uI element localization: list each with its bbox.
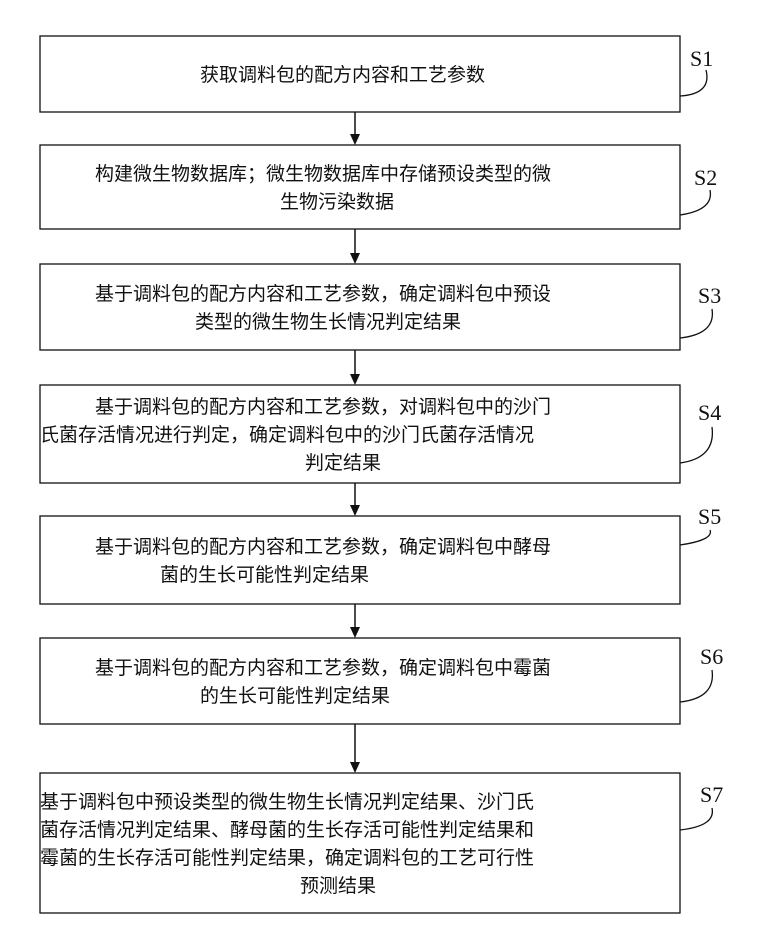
step-label: S1: [690, 46, 713, 71]
flow-arrow: [350, 483, 360, 516]
label-connector: [680, 808, 712, 830]
flow-arrow: [350, 112, 360, 145]
flow-arrow: [350, 604, 360, 638]
step-label: S6: [700, 644, 723, 669]
step-text-line: 类型的微生物生长情况判定结果: [195, 311, 461, 333]
step-text-line: 获取调料包的配方内容和工艺参数: [200, 64, 485, 86]
step-text-line: 氏菌存活情况进行判定，确定调料包中的沙门氏菌存活情况: [40, 424, 534, 446]
label-connector: [680, 530, 710, 545]
label-connector: [680, 427, 712, 463]
label-connector: [680, 309, 712, 338]
step-text-line: 菌存活情况判定结果、酵母菌的生长存活可能性判定结果和: [40, 819, 534, 841]
label-connector: [680, 190, 710, 215]
step-text-line: 构建微生物数据库；微生物数据库中存储预设类型的微: [95, 163, 551, 185]
flow-arrow: [350, 229, 360, 264]
step-7: 基于调料包中预设类型的微生物生长情况判定结果、沙门氏菌存活情况判定结果、酵母菌的…: [40, 773, 723, 913]
step-text-line: 基于调料包的配方内容和工艺参数，确定调料包中酵母: [95, 536, 551, 558]
step-2: 构建微生物数据库；微生物数据库中存储预设类型的微生物污染数据 S2: [40, 145, 717, 229]
step-text-line: 基于调料包的配方内容和工艺参数，确定调料包中预设: [95, 283, 551, 305]
step-5: 基于调料包的配方内容和工艺参数，确定调料包中酵母菌的生长可能性判定结果 S5: [40, 504, 721, 604]
step-1: 获取调料包的配方内容和工艺参数 S1: [40, 36, 713, 112]
step-label: S3: [698, 283, 721, 308]
step-box: [40, 516, 680, 604]
step-label: S4: [698, 400, 721, 425]
step-text-line: 菌的生长可能性判定结果: [160, 564, 369, 586]
step-text-line: 预测结果: [300, 875, 376, 897]
step-box: [40, 145, 680, 229]
step-label: S7: [700, 782, 723, 807]
step-label: S2: [694, 165, 717, 190]
step-box: [40, 638, 680, 724]
label-connector: [680, 670, 712, 702]
step-text-line: 基于调料包的配方内容和工艺参数，确定调料包中霉菌: [95, 657, 551, 679]
flow-arrow: [350, 724, 360, 773]
label-connector: [680, 70, 707, 96]
flow-arrow: [350, 350, 360, 385]
step-text-line: 霉菌的生长存活可能性判定结果，确定调料包的工艺可行性: [40, 847, 534, 869]
step-text-line: 基于调料包的配方内容和工艺参数，对调料包中的沙门: [95, 396, 551, 418]
step-4: 基于调料包的配方内容和工艺参数，对调料包中的沙门氏菌存活情况进行判定，确定调料包…: [40, 385, 721, 483]
step-box: [40, 264, 680, 350]
step-text-line: 基于调料包中预设类型的微生物生长情况判定结果、沙门氏: [40, 791, 534, 813]
step-6: 基于调料包的配方内容和工艺参数，确定调料包中霉菌的生长可能性判定结果 S6: [40, 638, 723, 724]
step-label: S5: [698, 504, 721, 529]
step-text-line: 判定结果: [305, 452, 381, 474]
step-text-line: 生物污染数据: [280, 191, 394, 213]
step-3: 基于调料包的配方内容和工艺参数，确定调料包中预设类型的微生物生长情况判定结果 S3: [40, 264, 721, 350]
step-text-line: 的生长可能性判定结果: [200, 685, 390, 707]
